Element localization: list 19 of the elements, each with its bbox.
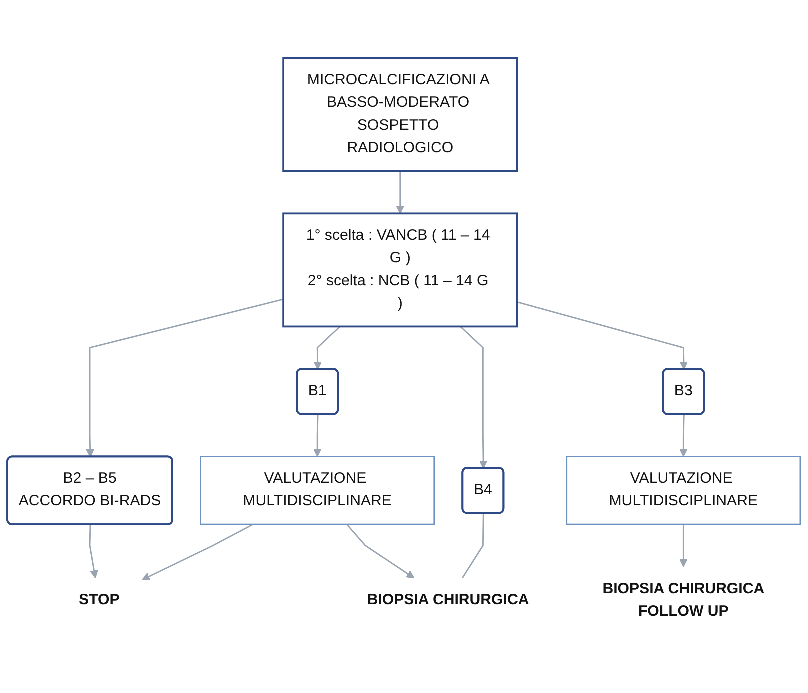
node-box: VALUTAZIONE MULTIDISCIPLINARE — [566, 456, 802, 526]
arrow — [680, 524, 688, 568]
arrow — [313, 414, 322, 458]
arrow — [517, 302, 688, 370]
arrow — [86, 298, 284, 458]
node-box: MICROCALCIFICAZIONI A BASSO-MODERATO SOSPETTO RADIOLOGICO — [282, 57, 518, 172]
arrow — [346, 524, 415, 579]
arrow — [680, 414, 688, 458]
node-text: BIOPSIA CHIRURGICA — [367, 592, 530, 608]
arrow — [89, 525, 98, 579]
arrow — [460, 326, 488, 469]
arrow — [314, 326, 341, 370]
arrow — [396, 171, 405, 214]
connector — [462, 514, 484, 579]
node-text: STOP — [79, 592, 120, 608]
node-box: VALUTAZIONE MULTIDISCIPLINARE — [200, 456, 436, 526]
arrow — [142, 524, 254, 580]
node-text: BIOPSIA CHIRURGICA FOLLOW UP — [602, 581, 765, 620]
node-box: 1° scelta : VANCB ( 11 – 14 G ) 2° scelta : NCB ( 11 – 14 G ) — [282, 212, 518, 328]
